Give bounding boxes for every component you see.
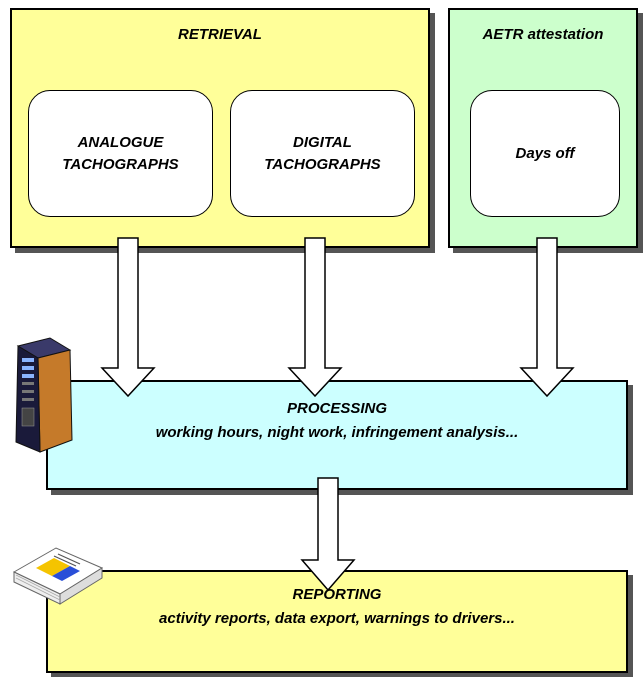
processing-title: PROCESSING xyxy=(286,400,388,417)
reporting-title: REPORTING xyxy=(292,586,382,603)
digital-label-line2: TACHOGRAPHS xyxy=(264,155,381,173)
aetr-box: AETR attestation Days off xyxy=(448,8,638,248)
digital-tachographs-box: DIGITAL TACHOGRAPHS xyxy=(230,90,415,217)
arrow-processing-to-reporting xyxy=(300,477,356,592)
aetr-title: AETR attestation xyxy=(482,26,604,43)
analogue-label-line1: ANALOGUE xyxy=(77,133,164,151)
retrieval-box: RETRIEVAL ANALOGUE TACHOGRAPHS DIGITAL T… xyxy=(10,8,430,248)
server-tower-icon xyxy=(15,337,73,453)
reporting-subtitle: activity reports, data export, warnings … xyxy=(159,610,515,627)
analogue-label-line2: TACHOGRAPHS xyxy=(62,155,179,173)
analogue-tachographs-box: ANALOGUE TACHOGRAPHS xyxy=(28,90,213,217)
digital-label-line1: DIGITAL xyxy=(293,133,352,151)
arrow-analogue-to-processing xyxy=(100,237,156,398)
days-off-box: Days off xyxy=(470,90,620,217)
arrow-aetr-to-processing xyxy=(519,237,575,398)
retrieval-title: RETRIEVAL xyxy=(178,26,262,43)
processing-subtitle: working hours, night work, infringement … xyxy=(155,424,519,441)
arrow-digital-to-processing xyxy=(287,237,343,398)
document-stack-icon xyxy=(12,547,104,605)
reporting-box: REPORTING activity reports, data export,… xyxy=(46,570,628,673)
days-off-label: Days off xyxy=(515,144,575,162)
processing-box: PROCESSING working hours, night work, in… xyxy=(46,380,628,490)
